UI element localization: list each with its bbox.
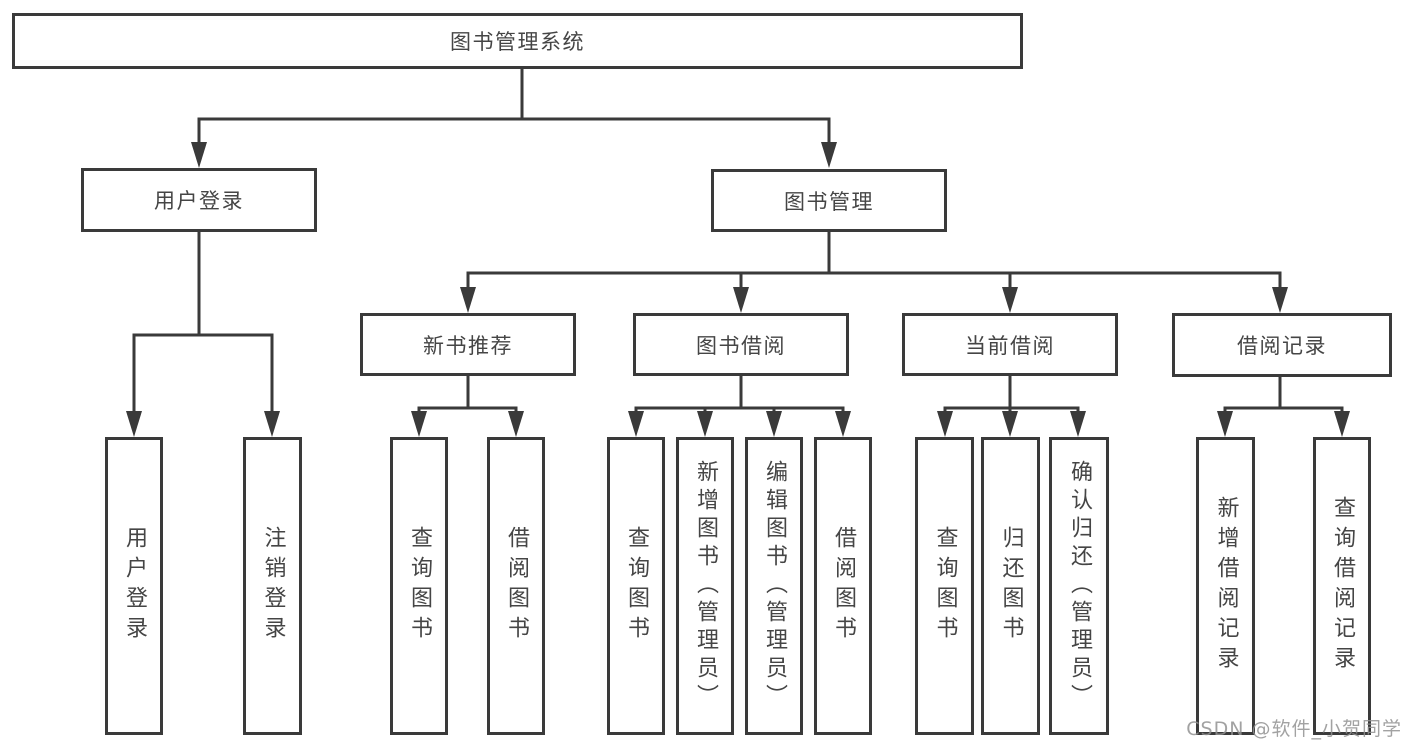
node-leaf-cb-confirm-return: 确认归还（管理员） — [1049, 437, 1109, 735]
node-new-book-recommend-label: 新书推荐 — [423, 333, 513, 358]
arrow-down-icon — [191, 142, 207, 168]
node-leaf-bb-query-book: 查询图书 — [607, 437, 665, 735]
node-book-management-label: 图书管理 — [784, 189, 874, 214]
arrow-down-icon — [411, 411, 427, 437]
node-leaf-rec-query-book-label: 查询图书 — [407, 526, 432, 646]
node-borrowing-records-label: 借阅记录 — [1237, 334, 1327, 358]
node-leaf-bb-add-book-label: 新增图书（管理员） — [693, 460, 718, 712]
arrow-down-icon — [1070, 411, 1086, 437]
node-leaf-query-borrow-record-label: 查询借阅记录 — [1330, 496, 1355, 676]
node-leaf-rec-borrow-book: 借阅图书 — [487, 437, 545, 735]
node-leaf-bb-query-book-label: 查询图书 — [624, 526, 649, 646]
node-leaf-login: 用户登录 — [105, 437, 163, 735]
node-leaf-bb-add-book: 新增图书（管理员） — [676, 437, 734, 735]
arrow-down-icon — [937, 411, 953, 437]
node-leaf-add-borrow-record-label: 新增借阅记录 — [1213, 496, 1239, 676]
arrow-down-icon — [460, 287, 476, 313]
node-leaf-query-borrow-record: 查询借阅记录 — [1313, 437, 1371, 735]
arrow-down-icon — [766, 411, 782, 437]
node-current-borrowing-label: 当前借阅 — [965, 333, 1055, 358]
arrow-down-icon — [628, 411, 644, 437]
node-leaf-cb-return-book-label: 归还图书 — [998, 526, 1024, 646]
node-leaf-cb-confirm-return-label: 确认归还（管理员） — [1067, 460, 1092, 712]
arrow-down-icon — [1272, 287, 1288, 313]
arrow-down-icon — [697, 411, 713, 437]
arrow-down-icon — [1334, 411, 1350, 437]
arrow-down-icon — [733, 287, 749, 313]
node-book-borrowing: 图书借阅 — [633, 313, 849, 376]
node-leaf-rec-query-book: 查询图书 — [390, 437, 448, 735]
node-leaf-login-label: 用户登录 — [122, 526, 147, 646]
node-borrowing-records: 借阅记录 — [1172, 313, 1392, 377]
node-new-book-recommend: 新书推荐 — [360, 313, 576, 376]
node-leaf-rec-borrow-book-label: 借阅图书 — [504, 526, 529, 646]
arrowheads — [126, 142, 1350, 437]
node-root: 图书管理系统 — [12, 13, 1023, 69]
node-leaf-bb-borrow-book: 借阅图书 — [814, 437, 872, 735]
node-user-login-label: 用户登录 — [154, 189, 244, 213]
arrow-down-icon — [264, 411, 280, 437]
node-leaf-cb-return-book: 归还图书 — [981, 437, 1040, 735]
node-leaf-logout-label: 注销登录 — [260, 526, 286, 646]
arrow-down-icon — [835, 411, 851, 437]
node-user-login: 用户登录 — [81, 168, 317, 232]
node-leaf-add-borrow-record: 新增借阅记录 — [1196, 437, 1255, 735]
arrow-down-icon — [1002, 411, 1018, 437]
node-leaf-bb-edit-book-label: 编辑图书（管理员） — [762, 460, 787, 712]
arrow-down-icon — [508, 411, 524, 437]
node-leaf-cb-query-book-label: 查询图书 — [932, 526, 958, 646]
node-leaf-logout: 注销登录 — [243, 437, 302, 735]
node-current-borrowing: 当前借阅 — [902, 313, 1118, 376]
node-leaf-bb-edit-book: 编辑图书（管理员） — [745, 437, 803, 735]
arrow-down-icon — [1002, 287, 1018, 313]
arrow-down-icon — [126, 411, 142, 437]
node-book-management: 图书管理 — [711, 169, 947, 232]
node-root-label: 图书管理系统 — [450, 30, 585, 54]
node-leaf-bb-borrow-book-label: 借阅图书 — [831, 526, 856, 646]
node-book-borrowing-label: 图书借阅 — [696, 333, 786, 358]
arrow-down-icon — [821, 142, 837, 168]
node-leaf-cb-query-book: 查询图书 — [915, 437, 974, 735]
arrow-down-icon — [1217, 411, 1233, 437]
watermark: CSDN @软件_小贺同学 — [1186, 718, 1402, 740]
